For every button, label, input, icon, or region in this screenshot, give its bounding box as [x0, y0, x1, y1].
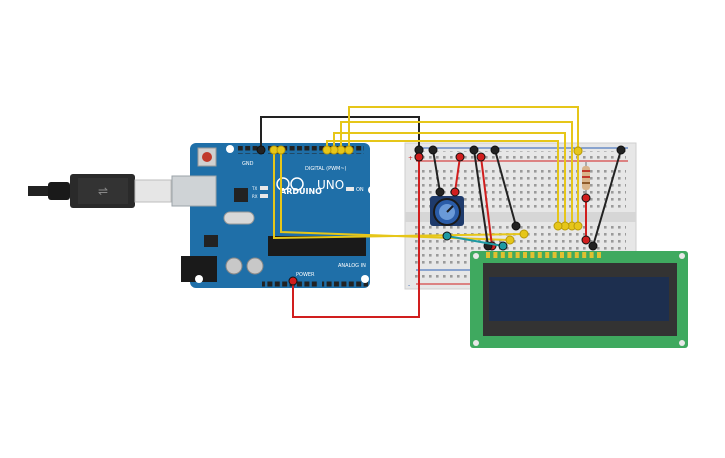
- wire-endpoint[interactable]: [553, 221, 563, 231]
- signal-wire[interactable]: [280, 150, 511, 241]
- wire-endpoint[interactable]: [455, 152, 465, 162]
- signal-wire[interactable]: [273, 150, 525, 240]
- ground-wire[interactable]: [473, 149, 489, 247]
- power-label: POWER: [296, 272, 315, 278]
- lcd-16x2-module[interactable]: [470, 251, 688, 348]
- wire-endpoint[interactable]: [469, 145, 479, 155]
- brand-logo-text: ARDUINO: [280, 187, 322, 196]
- analog-header[interactable]: [322, 280, 368, 288]
- capacitor: [225, 257, 243, 275]
- wire-endpoint[interactable]: [476, 152, 486, 162]
- lcd-pin[interactable]: [486, 252, 490, 258]
- power-wire[interactable]: [292, 157, 420, 318]
- lcd-pin[interactable]: [597, 252, 601, 258]
- lcd-pin[interactable]: [493, 252, 498, 258]
- wire-endpoint[interactable]: [573, 146, 583, 156]
- svg-text:⇌: ⇌: [98, 184, 108, 198]
- wire-endpoint[interactable]: [581, 193, 591, 203]
- ground-wire[interactable]: [592, 149, 622, 247]
- digital-header-left[interactable]: [238, 146, 264, 154]
- wire-endpoint[interactable]: [498, 241, 508, 251]
- digital-label: DIGITAL (PWM~): [305, 166, 347, 172]
- ground-wire[interactable]: [494, 149, 517, 227]
- atmega-chip: [268, 236, 366, 256]
- potentiometer[interactable]: [430, 196, 464, 226]
- lcd-pin[interactable]: [500, 252, 505, 258]
- lcd-pin[interactable]: [515, 252, 520, 258]
- wire-endpoint[interactable]: [581, 235, 591, 245]
- wires[interactable]: [256, 106, 626, 318]
- wire-endpoint[interactable]: [505, 235, 515, 245]
- power-wire[interactable]: [454, 156, 461, 193]
- wire-endpoint[interactable]: [414, 152, 424, 162]
- resistor[interactable]: [582, 162, 590, 198]
- wire-endpoint[interactable]: [435, 187, 445, 197]
- digital-header-right[interactable]: [268, 146, 364, 154]
- lcd-pin[interactable]: [537, 252, 542, 258]
- top-power-rail[interactable]: [414, 151, 626, 159]
- lcd-pin[interactable]: [567, 252, 572, 258]
- power-wire[interactable]: [480, 156, 493, 247]
- crystal: [223, 211, 255, 225]
- lcd-pin[interactable]: [552, 252, 557, 258]
- infinity-logo-icon: [276, 177, 290, 191]
- model-label: UNO: [317, 178, 344, 192]
- wire-endpoint[interactable]: [322, 145, 332, 155]
- wire-endpoint[interactable]: [519, 229, 529, 239]
- rail-minus-label: -: [408, 282, 410, 289]
- lcd-pin[interactable]: [523, 252, 527, 258]
- wire-endpoint[interactable]: [450, 187, 460, 197]
- rx-label: RX: [252, 194, 258, 199]
- wire-endpoint[interactable]: [442, 231, 452, 241]
- lcd-screen: [489, 277, 669, 321]
- rail-plus-label: +: [408, 155, 413, 162]
- analog-label: ANALOG IN: [338, 263, 366, 269]
- wire-endpoint[interactable]: [588, 241, 598, 251]
- signal-wire[interactable]: [348, 106, 579, 151]
- wire-endpoint[interactable]: [288, 276, 298, 286]
- usb-chip: [234, 188, 248, 202]
- pin-label-gnd: GND: [242, 161, 254, 167]
- lcd-pin[interactable]: [508, 252, 513, 258]
- pot_wiper-wire[interactable]: [446, 235, 504, 247]
- tx-label: TX: [251, 186, 257, 191]
- wire-endpoint[interactable]: [616, 145, 626, 155]
- regulator: [204, 235, 218, 247]
- wire-endpoint[interactable]: [276, 145, 286, 155]
- on-led-label: ON: [356, 187, 364, 193]
- wire-endpoint[interactable]: [573, 221, 583, 231]
- lcd-pin-header[interactable]: [486, 252, 601, 258]
- ground-wire[interactable]: [432, 149, 441, 193]
- lcd-pin[interactable]: [560, 252, 564, 258]
- capacitor: [246, 257, 264, 275]
- lcd-pin[interactable]: [582, 252, 587, 258]
- usb-port: [171, 175, 217, 207]
- wire-endpoint[interactable]: [511, 221, 521, 231]
- lcd-pin[interactable]: [545, 252, 550, 258]
- lcd-pin[interactable]: [574, 252, 579, 258]
- wire-endpoint[interactable]: [256, 145, 266, 155]
- lcd-pin[interactable]: [530, 252, 535, 258]
- wire-endpoint[interactable]: [344, 145, 354, 155]
- wire-endpoint[interactable]: [428, 145, 438, 155]
- wire-endpoint[interactable]: [490, 145, 500, 155]
- signal-wire[interactable]: [340, 121, 573, 226]
- usb-cable: ⇌: [28, 174, 172, 208]
- lcd-pin[interactable]: [589, 252, 594, 258]
